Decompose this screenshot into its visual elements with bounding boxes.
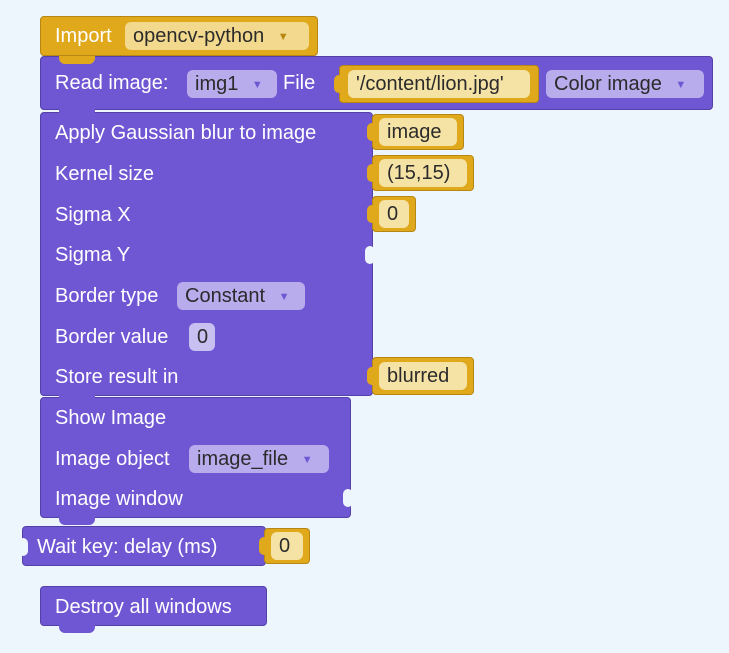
color-mode-value: Color image [554, 73, 662, 95]
kernel-size-field[interactable]: (15,15) [379, 159, 467, 187]
file-path-value: '/content/lion.jpg' [356, 73, 504, 95]
kernel-size-label: Kernel size [55, 163, 154, 185]
wait-delay-field[interactable]: 0 [271, 532, 303, 560]
connector-tab [59, 109, 95, 117]
image-variable-dropdown[interactable]: img1 ▼ [187, 70, 277, 98]
wait-delay-value: 0 [279, 535, 291, 557]
destroy-windows-block[interactable]: Destroy all windows [40, 586, 267, 633]
image-object-dropdown[interactable]: image_file ▼ [189, 445, 329, 473]
show-image-block[interactable]: Show Image Image object image_file ▼ Ima… [40, 394, 353, 525]
input-notch [367, 164, 377, 182]
border-value-field[interactable]: 0 [189, 323, 215, 351]
gaussian-blur-block[interactable]: Apply Gaussian blur to image Kernel size… [40, 109, 375, 396]
store-result-value: blurred [387, 365, 450, 387]
image-input-block[interactable]: image [367, 114, 464, 150]
border-value-label: Border value [55, 326, 169, 348]
input-notch [367, 205, 377, 223]
wait-key-label: Wait key: delay (ms) [37, 536, 218, 558]
output-connector [18, 538, 28, 556]
dropdown-arrow-icon: ▼ [277, 31, 289, 43]
input-notch [367, 123, 377, 141]
border-type-label: Border type [55, 285, 159, 307]
module-dropdown[interactable]: opencv-python ▼ [125, 22, 309, 50]
connector-tab [59, 56, 95, 64]
store-result-field[interactable]: blurred [379, 362, 467, 390]
read-image-block[interactable]: Read image: img1 ▼ File '/content/lion.j… [40, 56, 713, 110]
color-mode-dropdown[interactable]: Color image ▼ [546, 70, 704, 98]
image-input-field[interactable]: image [379, 118, 457, 146]
import-label: Import [55, 25, 112, 47]
wait-key-block[interactable]: Wait key: delay (ms) [18, 526, 266, 566]
input-notch [367, 367, 377, 385]
dropdown-arrow-icon: ▼ [251, 79, 263, 91]
sigma-x-label: Sigma X [55, 204, 131, 226]
sigma-x-field[interactable]: 0 [379, 200, 409, 228]
sigma-y-label: Sigma Y [55, 244, 131, 266]
kernel-size-block[interactable]: (15,15) [367, 155, 474, 191]
input-notch [259, 537, 269, 555]
import-block[interactable]: Import opencv-python ▼ [40, 16, 318, 56]
border-value-value: 0 [197, 326, 209, 348]
connector-tab [59, 394, 95, 402]
dropdown-arrow-icon: ▼ [301, 454, 313, 466]
border-type-dropdown[interactable]: Constant ▼ [177, 282, 305, 310]
show-image-title: Show Image [55, 407, 167, 429]
wait-delay-block[interactable]: 0 [259, 528, 310, 564]
blur-title: Apply Gaussian blur to image [55, 122, 317, 144]
file-label: File [283, 72, 316, 94]
kernel-size-value: (15,15) [387, 162, 451, 184]
read-image-label: Read image: [55, 72, 169, 94]
sigma-x-value: 0 [387, 203, 399, 225]
store-result-block[interactable]: blurred [367, 357, 474, 395]
image-window-label: Image window [55, 488, 183, 510]
image-variable-value: img1 [195, 73, 239, 95]
border-type-value: Constant [185, 285, 266, 307]
empty-input-socket[interactable] [343, 489, 353, 507]
connector-tab [59, 625, 95, 633]
store-result-label: Store result in [55, 366, 179, 388]
connector-tab [59, 517, 95, 525]
dropdown-arrow-icon: ▼ [675, 79, 687, 91]
sigma-x-block[interactable]: 0 [367, 196, 416, 232]
dropdown-arrow-icon: ▼ [278, 291, 290, 303]
module-value: opencv-python [133, 25, 265, 47]
destroy-windows-label: Destroy all windows [55, 596, 232, 618]
image-object-label: Image object [55, 448, 170, 470]
input-notch [334, 75, 344, 93]
image-object-value: image_file [197, 448, 289, 470]
empty-input-socket[interactable] [365, 246, 375, 264]
file-path-block[interactable]: '/content/lion.jpg' [334, 65, 539, 103]
image-input-value: image [387, 121, 442, 143]
file-path-field[interactable]: '/content/lion.jpg' [348, 70, 530, 98]
